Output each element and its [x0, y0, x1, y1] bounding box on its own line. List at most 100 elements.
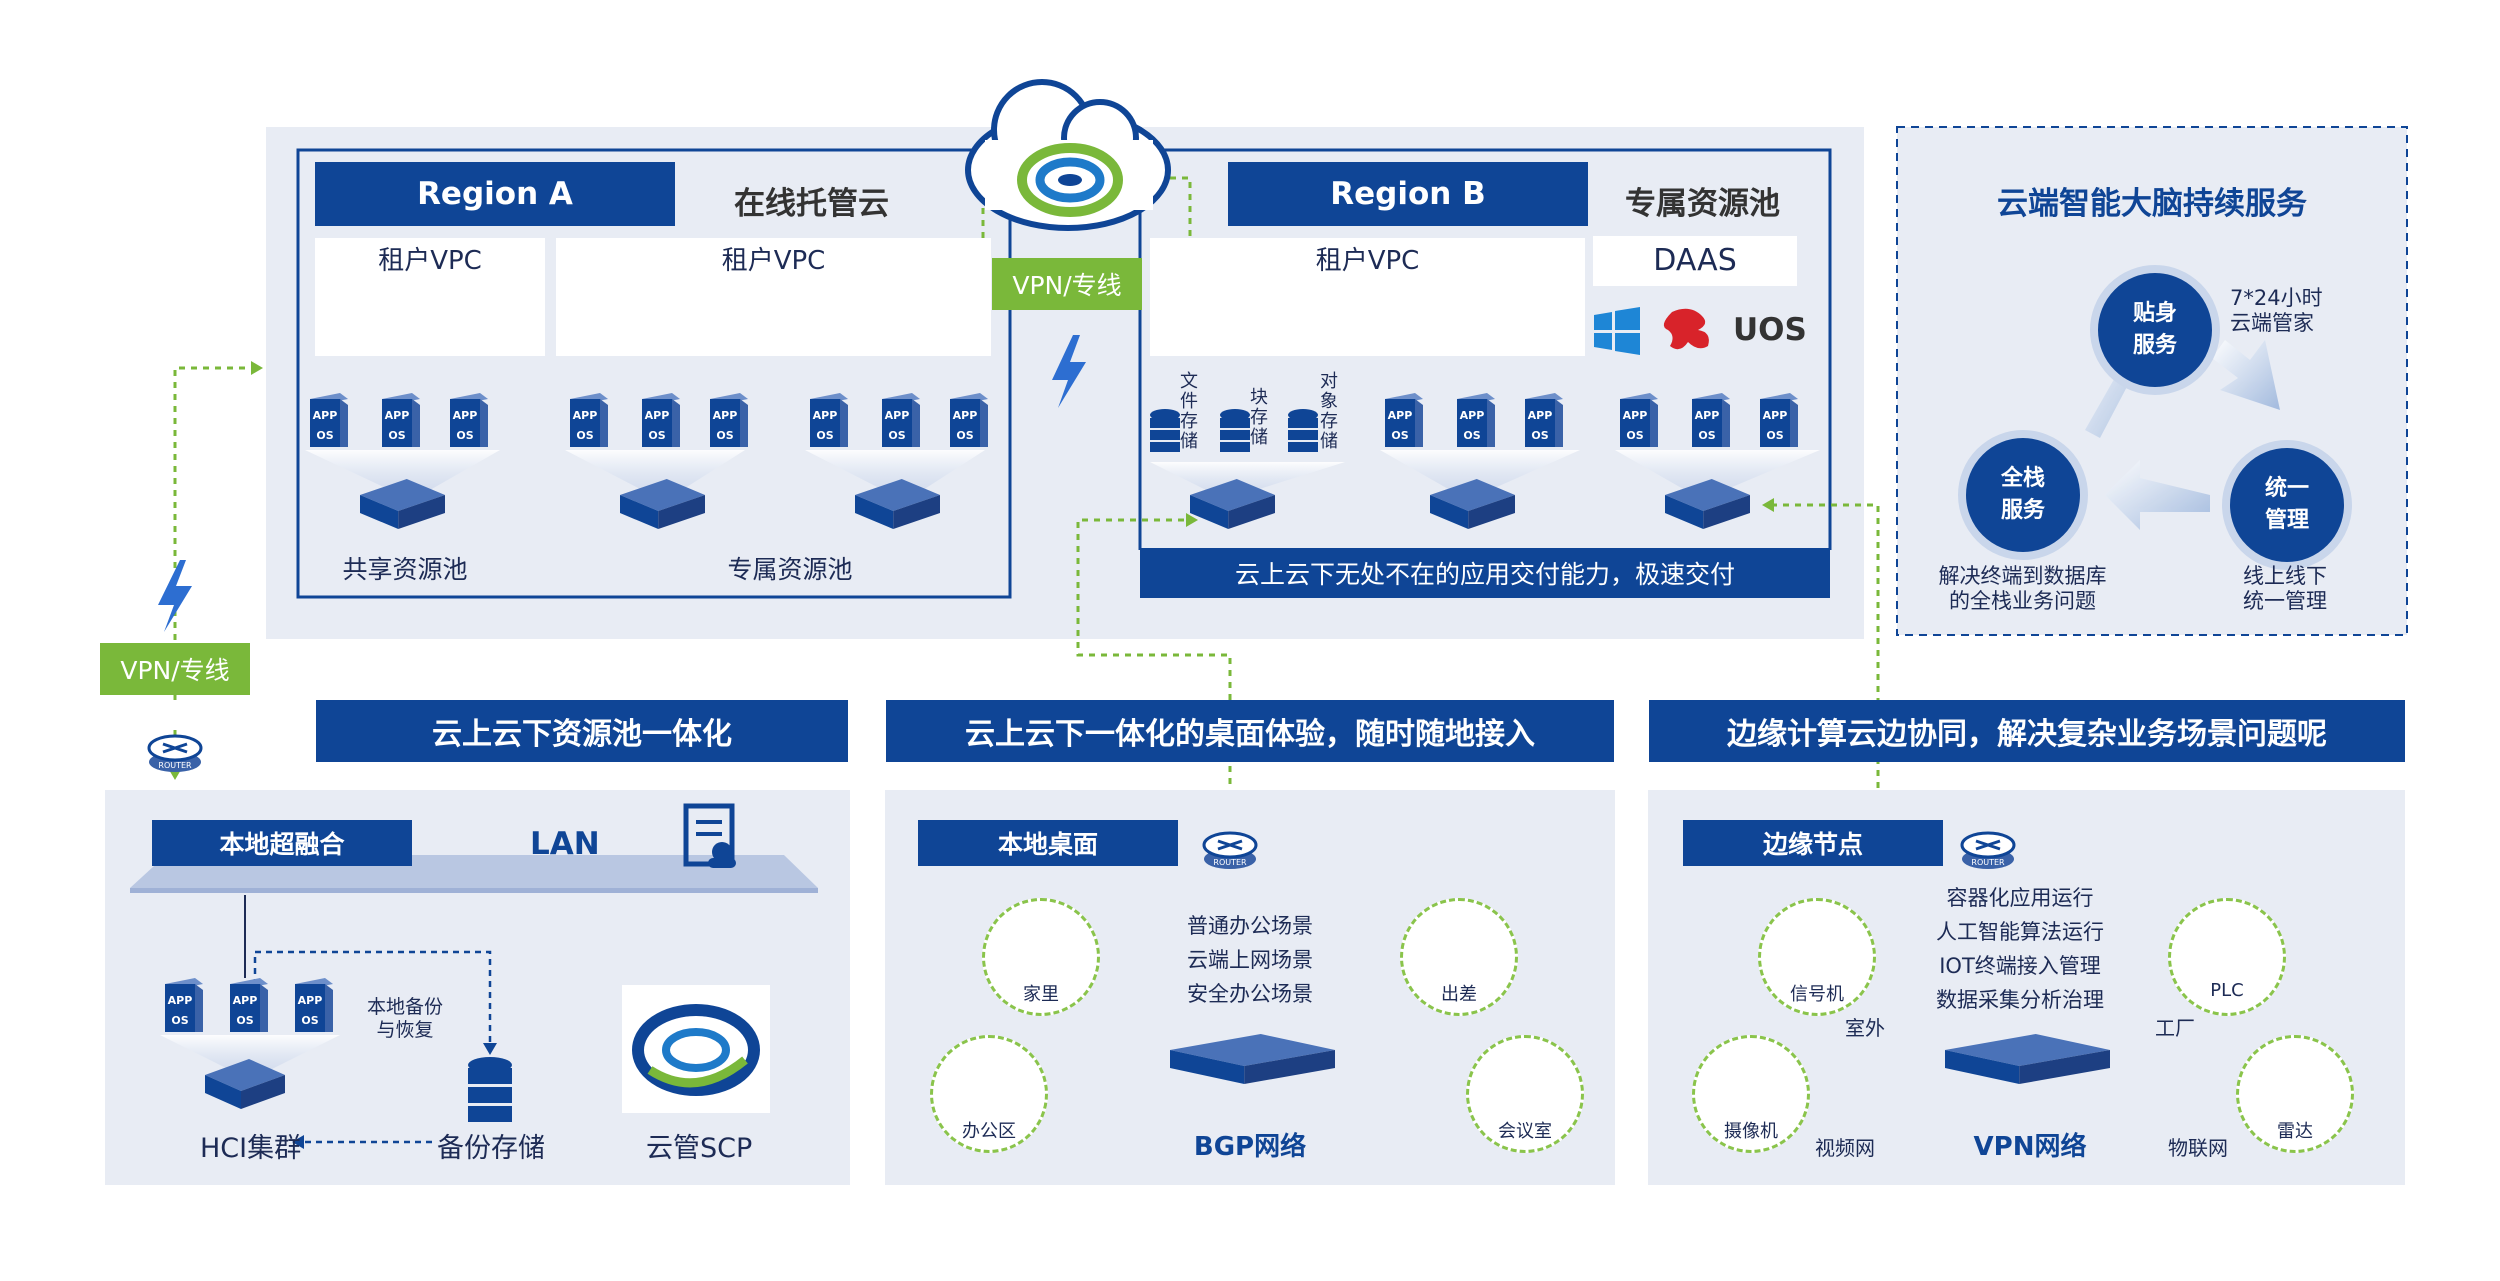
svg-text:OS: OS: [888, 429, 905, 442]
bgp-network-label: BGP网络: [1193, 1132, 1307, 1162]
tenant-vpc-box-3: [1150, 238, 1585, 356]
beam: [565, 450, 745, 490]
signal-circle: [1758, 898, 1876, 1016]
svg-text:APP: APP: [298, 994, 323, 1007]
scene-3: 安全办公场景: [1187, 982, 1313, 1006]
app-os-icon: APP OS: [310, 393, 348, 447]
radar-label: 雷达: [2277, 1121, 2313, 1142]
document-user-icon: [683, 803, 736, 868]
svg-text:OS: OS: [1766, 429, 1783, 442]
block-storage-label: 块存储: [1250, 387, 1268, 448]
beam: [1380, 450, 1580, 490]
home-label: 家里: [1023, 984, 1059, 1005]
database-icon: [1288, 409, 1318, 452]
svg-text:OS: OS: [816, 429, 833, 442]
app-os-icon: APP OS: [230, 978, 268, 1032]
beam: [305, 450, 500, 490]
server-icon: [1170, 1034, 1335, 1084]
home-circle: [982, 898, 1100, 1016]
dedicated-pool-b-label: 专属资源池: [1625, 186, 1780, 222]
dedicated-pool-a-label: 专属资源池: [727, 555, 853, 584]
radar-circle: [2236, 1035, 2354, 1153]
vpn-network-label: VPN网络: [1973, 1132, 2087, 1162]
tenant-vpc-box-1: [315, 238, 545, 356]
svg-text:OS: OS: [388, 429, 405, 442]
node-unified-management: 统一 管理: [2222, 440, 2352, 570]
svg-text:OS: OS: [236, 1014, 253, 1027]
hci-tag: 本地超融合: [152, 820, 412, 866]
beam: [1615, 450, 1820, 490]
note-top-1: 7*24小时: [2230, 286, 2323, 310]
backup-storage-icon: [468, 1057, 512, 1122]
svg-text:APP: APP: [1763, 409, 1788, 422]
scene-2: 云端上网场景: [1187, 948, 1313, 972]
app-os-icon: APP OS: [570, 393, 608, 447]
daas-label: DAAS: [1653, 243, 1737, 278]
svg-text:APP: APP: [645, 409, 670, 422]
app-os-icon: APP OS: [642, 393, 680, 447]
beam: [160, 1035, 340, 1070]
object-storage-label: 对象存储: [1320, 371, 1338, 452]
tenant-vpc-label-3: 租户VPC: [1315, 246, 1420, 276]
office-circle: [930, 1035, 1048, 1153]
svg-text:APP: APP: [573, 409, 598, 422]
app-os-icon: APP OS: [1760, 393, 1798, 447]
windows-icon: [1594, 307, 1640, 355]
server-icon: [360, 479, 445, 529]
hci-cluster-label: HCI集群: [200, 1133, 302, 1164]
uos-dragon-icon: [1663, 308, 1709, 350]
app-os-icon: APP OS: [382, 393, 420, 447]
tenant-vpc-label-1: 租户VPC: [378, 246, 482, 276]
factory-label: 工厂: [2155, 1016, 2195, 1040]
router-icon: ROUTER: [1960, 831, 2016, 869]
lightning-icon-center: [1052, 335, 1086, 408]
svg-text:OS: OS: [1531, 429, 1548, 442]
video-net-label: 视频网: [1815, 1136, 1875, 1160]
camera-circle: [1692, 1035, 1810, 1153]
server-icon: [205, 1059, 285, 1109]
shared-pool-label: 共享资源池: [342, 555, 468, 584]
tenant-vpc-box-2: [556, 238, 991, 356]
app-os-icon: APP OS: [1525, 393, 1563, 447]
region-a-outline: [296, 148, 1012, 599]
svg-text:OS: OS: [316, 429, 333, 442]
svg-text:APP: APP: [313, 409, 338, 422]
svg-text:OS: OS: [576, 429, 593, 442]
server-icon: [620, 479, 705, 529]
plc-circle: [2168, 898, 2286, 1016]
lan-label: LAN: [530, 826, 600, 862]
uos-label: UOS: [1733, 312, 1807, 348]
svg-text:OS: OS: [1626, 429, 1643, 442]
svg-text:ROUTER: ROUTER: [1213, 858, 1247, 867]
svg-text:APP: APP: [385, 409, 410, 422]
app-os-icon: APP OS: [810, 393, 848, 447]
node-personal-service: 贴身 服务: [2090, 265, 2220, 395]
outdoor-label: 室外: [1845, 1016, 1885, 1040]
svg-text:APP: APP: [813, 409, 838, 422]
svg-text:OS: OS: [1698, 429, 1715, 442]
svg-text:APP: APP: [233, 994, 258, 1007]
desktop-tag: 本地桌面: [918, 820, 1178, 866]
svg-text:OS: OS: [301, 1014, 318, 1027]
svg-text:ROUTER: ROUTER: [1971, 858, 2005, 867]
note-right-2: 统一管理: [2243, 589, 2327, 613]
region-b-outline: [1140, 148, 1832, 550]
edge-item-2: 人工智能算法运行: [1936, 920, 2104, 944]
meeting-label: 会议室: [1498, 1121, 1552, 1142]
router-icon: ROUTER: [147, 734, 203, 772]
section-3-title: 边缘计算云边协同，解决复杂业务场景问题呢: [1649, 700, 2405, 762]
plc-label: PLC: [2210, 980, 2244, 1001]
svg-text:APP: APP: [1528, 409, 1553, 422]
server-icon: [1430, 479, 1515, 529]
lightning-icon-left: [158, 560, 192, 632]
daas-box: [1593, 236, 1797, 286]
backup-note-1: 本地备份: [366, 996, 443, 1018]
edge-item-1: 容器化应用运行: [1946, 886, 2094, 910]
svg-text:OS: OS: [648, 429, 665, 442]
svg-text:APP: APP: [168, 994, 193, 1007]
brain-title: 云端智能大脑持续服务: [1997, 186, 2307, 222]
database-icon: [1150, 409, 1180, 452]
